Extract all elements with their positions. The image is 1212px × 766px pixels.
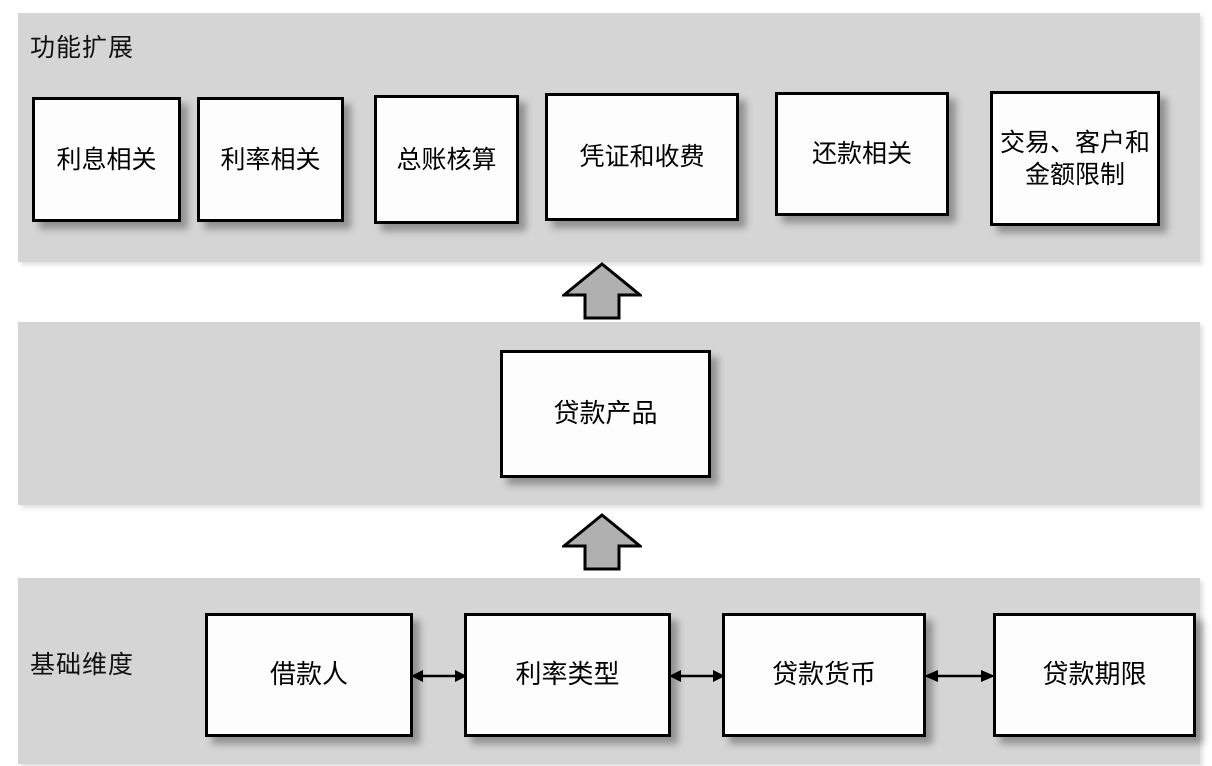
node-label-rate-related: 利率相关 — [220, 144, 321, 174]
arrow-up-icon-product-to-extension — [562, 262, 642, 320]
node-label-loan-product: 贷款产品 — [553, 398, 658, 429]
node-label-repayment-related: 还款相关 — [811, 139, 912, 169]
node-label-voucher-and-fees: 凭证和收费 — [579, 142, 705, 172]
bidirectional-arrow-icon-rate-type-currency — [669, 670, 725, 682]
node-repayment-related[interactable]: 还款相关 — [775, 92, 949, 216]
node-transaction-customer-amount-limits[interactable]: 交易、客户和金额限制 — [990, 91, 1160, 226]
node-label-loan-term: 贷款期限 — [1042, 659, 1147, 690]
node-rate-type[interactable]: 利率类型 — [464, 613, 671, 737]
node-label-rate-type: 利率类型 — [515, 659, 620, 690]
node-rate-related[interactable]: 利率相关 — [197, 97, 344, 222]
bidirectional-arrow-icon-currency-term — [924, 670, 995, 682]
node-label-interest-related: 利息相关 — [56, 144, 157, 174]
node-label-loan-currency: 贷款货币 — [771, 659, 876, 690]
node-loan-product[interactable]: 贷款产品 — [500, 350, 711, 478]
node-borrower[interactable]: 借款人 — [205, 613, 413, 737]
node-label-borrower: 借款人 — [269, 659, 348, 690]
bidirectional-arrow-icon-borrower-rate-type — [411, 670, 467, 682]
node-interest-related[interactable]: 利息相关 — [32, 97, 181, 222]
band-label-functional-extension: 功能扩展 — [30, 33, 135, 62]
node-voucher-and-fees[interactable]: 凭证和收费 — [545, 93, 739, 221]
node-label-general-ledger-accounting: 总账核算 — [396, 144, 497, 174]
node-label-transaction-customer-amount-limits: 交易、客户和金额限制 — [999, 128, 1150, 189]
node-loan-term[interactable]: 贷款期限 — [993, 613, 1196, 737]
arrow-up-icon-base-to-product — [562, 513, 642, 571]
node-general-ledger-accounting[interactable]: 总账核算 — [374, 95, 519, 224]
node-loan-currency[interactable]: 贷款货币 — [722, 613, 926, 737]
band-label-base-dimension: 基础维度 — [30, 650, 135, 679]
